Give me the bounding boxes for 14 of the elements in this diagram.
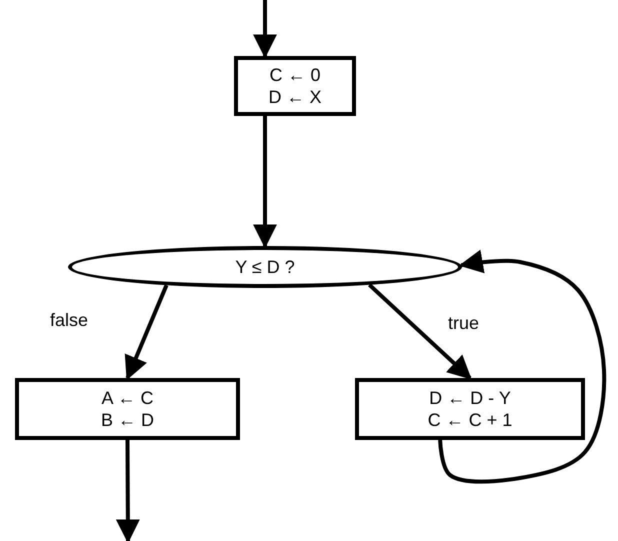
arrow — [116, 440, 140, 541]
assignment-text: D ← X — [268, 86, 322, 108]
assignment-text: D ← D - Y — [429, 387, 511, 409]
assignment-text: B ← D — [100, 409, 154, 431]
assignment-text: C ← C + 1 — [428, 409, 512, 431]
process-box — [355, 378, 585, 440]
assignment-text: C ← 0 — [269, 64, 320, 86]
process-box — [234, 56, 356, 116]
arrow — [438, 250, 606, 484]
assignment-text: A ← C — [101, 387, 154, 409]
arrow — [253, 0, 277, 58]
condition-text: Y ≤ D ? — [235, 256, 295, 278]
process-box — [15, 378, 240, 440]
arrow — [253, 116, 277, 248]
